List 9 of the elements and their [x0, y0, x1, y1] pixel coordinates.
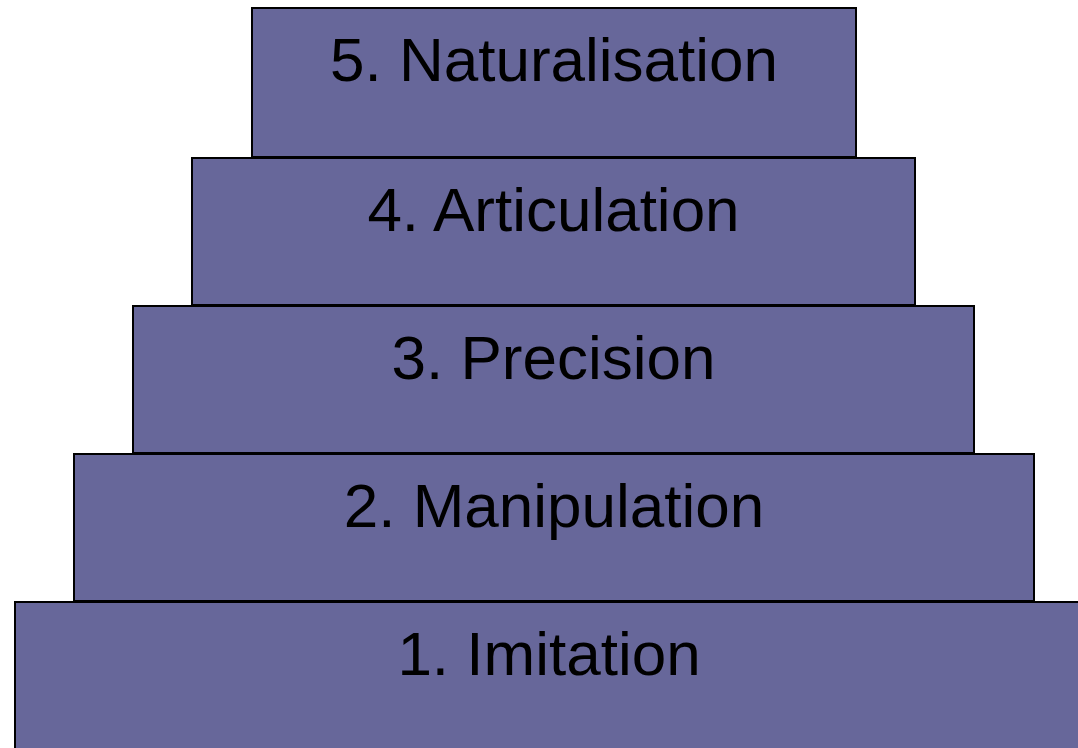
- step-box: [73, 453, 1035, 602]
- step-box: [132, 305, 975, 454]
- step-label: 5. Naturalisation: [330, 29, 778, 91]
- step-label: 1. Imitation: [397, 623, 701, 685]
- step-label: 3. Precision: [391, 327, 716, 389]
- step-box: [251, 7, 857, 158]
- step-box: [14, 601, 1078, 748]
- step-box: [191, 157, 916, 306]
- step-label: 4. Articulation: [367, 179, 740, 241]
